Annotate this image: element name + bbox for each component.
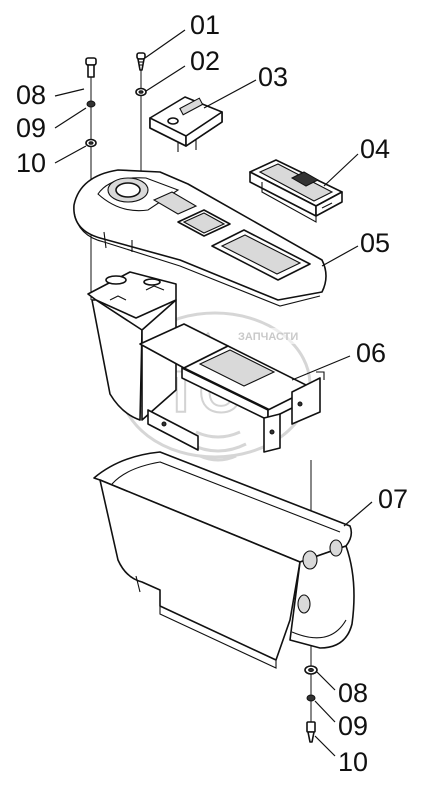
callout-02: 02 <box>190 46 220 76</box>
part-09-washer-bottom <box>306 694 316 702</box>
leader-07 <box>343 501 373 527</box>
part-08-bolt-top <box>85 57 97 78</box>
leader-08-bottom <box>316 671 336 691</box>
callout-07: 07 <box>378 484 408 514</box>
callout-05: 05 <box>360 228 390 258</box>
part-10-washer-top <box>85 138 97 148</box>
leader-08-top <box>54 88 85 97</box>
leader-01 <box>144 29 186 59</box>
callout-01: 01 <box>190 10 220 40</box>
callout-03: 03 <box>258 62 288 92</box>
callout-10-bottom: 10 <box>338 747 368 777</box>
leader-10-bottom <box>314 735 336 757</box>
callout-04: 04 <box>360 134 390 164</box>
callout-10-top: 10 <box>16 148 46 178</box>
callout-09-top: 09 <box>16 113 46 143</box>
leader-02 <box>145 65 186 92</box>
leader-06 <box>291 355 351 381</box>
leader-09-top <box>54 107 87 129</box>
callout-08-top: 08 <box>16 80 46 110</box>
watermark-text-right: ЗАПЧАСТИ <box>238 331 298 343</box>
callout-08-bottom: 08 <box>338 678 368 708</box>
leader-10-top <box>54 145 87 164</box>
part-10-bolt-bottom <box>306 721 316 743</box>
part-01-screw <box>136 52 146 71</box>
part-07-lower-housing <box>93 451 355 669</box>
part-05-console-cover <box>73 169 327 307</box>
callout-09-bottom: 09 <box>338 711 368 741</box>
part-08-washer-bottom <box>304 665 318 675</box>
leader-04 <box>323 153 359 187</box>
part-03-bracket <box>149 96 223 152</box>
leader-03 <box>203 79 257 109</box>
part-02-washer <box>135 87 147 97</box>
part-06-support-frame <box>87 271 325 453</box>
leader-09-bottom <box>314 700 336 723</box>
callout-06: 06 <box>356 338 386 368</box>
leader-05 <box>321 245 359 267</box>
part-04-tray-insert <box>249 159 343 223</box>
part-09-washer-top <box>86 100 96 108</box>
